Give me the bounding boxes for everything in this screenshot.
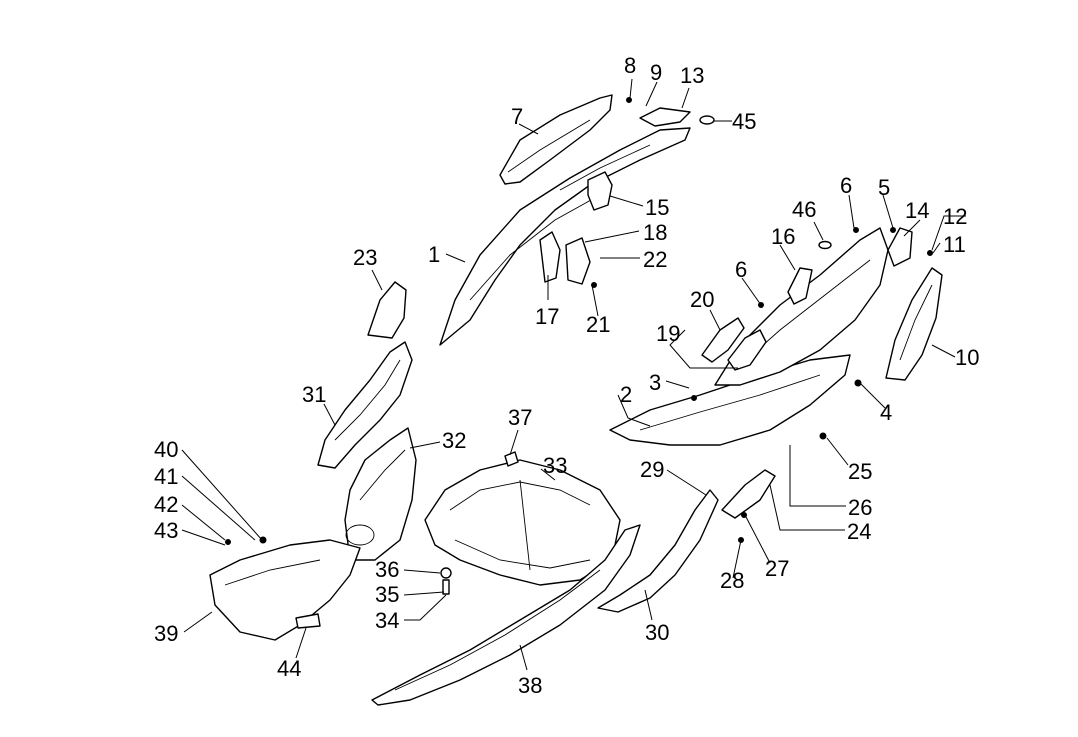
callout-21: 21 [586,312,610,337]
part-31-inner-panel [317,341,413,469]
part-33-floor-mat [424,459,621,586]
callout-28: 28 [720,568,744,593]
part-30-side-rail [597,489,719,613]
callout-45: 45 [732,109,756,134]
callout-10: 10 [955,345,979,370]
part-16-bracket [787,267,813,305]
callout-11: 11 [943,232,966,257]
callout-30: 30 [645,620,669,645]
callout-34: 34 [375,608,399,633]
part-13-cover [639,107,691,127]
callout-6a: 6 [840,173,852,198]
callout-18: 18 [643,220,667,245]
part-14-light-unit [887,227,913,267]
callout-33: 33 [543,453,567,478]
callout-46: 46 [792,197,816,222]
part-24-cover [721,469,776,519]
callout-31: 31 [302,382,326,407]
part-44-pad [295,613,321,629]
callout-19: 19 [656,321,680,346]
callout-44: 44 [277,656,301,681]
callout-1: 1 [428,242,440,267]
callout-9: 9 [650,60,662,85]
callout-2: 2 [620,382,632,407]
part-37-grommet [504,451,519,467]
callout-12: 12 [943,204,967,229]
callout-25: 25 [848,459,872,484]
part-10-rear-trim [885,267,943,381]
callout-24: 24 [847,519,871,544]
part-2-rear-side-panel [609,354,851,446]
callout-27: 27 [765,556,789,581]
part-36-screw [440,567,452,595]
leader-lines [181,78,966,671]
callout-5: 5 [878,175,890,200]
part-15-bracket [587,171,613,211]
callout-39: 39 [154,621,178,646]
callout-43: 43 [154,518,178,543]
callout-41: 41 [154,464,178,489]
callout-26: 26 [848,495,872,520]
callout-8: 8 [624,53,636,78]
part-32-leg-shield [344,427,417,561]
part-19-cover [727,329,767,371]
callout-17: 17 [535,304,559,329]
part-7-trim-strip [499,94,613,185]
callout-labels: 1 2 3 4 5 6 6 7 8 9 10 11 12 13 14 15 16… [154,53,979,698]
callout-36: 36 [375,557,399,582]
part-45-washer [699,115,715,125]
part-18-cover [565,237,591,285]
callout-29: 29 [640,457,664,482]
part-38-footboard-skirt [371,524,641,706]
callout-32: 32 [442,428,466,453]
callout-4: 4 [880,400,892,425]
callout-7: 7 [511,104,523,129]
part-1-side-panel [439,127,691,346]
callout-6b: 6 [735,257,747,282]
part-39-front-lower-cover [209,539,361,641]
callout-14: 14 [905,198,929,223]
callout-3: 3 [649,370,661,395]
callout-13: 13 [680,63,704,88]
callout-40: 40 [154,437,178,462]
callout-38: 38 [518,673,542,698]
callout-23: 23 [353,245,377,270]
part-17-clip [539,231,561,283]
part-23-bracket [367,281,407,339]
callout-37: 37 [508,405,532,430]
callout-20: 20 [690,287,714,312]
callout-35: 35 [375,582,399,607]
callout-16: 16 [771,224,795,249]
callout-15: 15 [645,195,669,220]
callout-22: 22 [643,247,667,272]
callout-42: 42 [154,492,178,517]
